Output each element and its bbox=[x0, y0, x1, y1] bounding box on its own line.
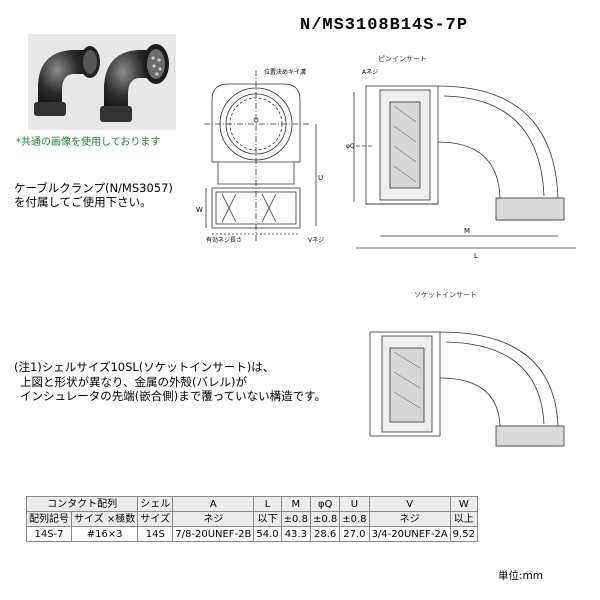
product-title: N/MS3108B14S-7P bbox=[300, 16, 469, 35]
dim-q-label: φQ bbox=[346, 143, 355, 150]
table-cell: 7/8-20UNEF-2B bbox=[172, 526, 255, 542]
clamp-note-line: ケーブルクランプ(N/MS3057) bbox=[14, 181, 173, 195]
table-cell: 9.52 bbox=[449, 526, 478, 542]
header-l: L bbox=[253, 496, 282, 512]
table-row: 14S-7 #16×3 14S 7/8-20UNEF-2B 54.0 43.3 … bbox=[26, 526, 478, 542]
shell-size-note: (注1)シェルサイズ10SL(ソケットインサート)は、 上図と形状が異なり、金属… bbox=[14, 360, 344, 404]
header-shell: シェル bbox=[137, 496, 174, 512]
header-m: M bbox=[280, 496, 311, 512]
header-v: V bbox=[368, 496, 451, 512]
subheader-cell: ±0.8 bbox=[280, 511, 311, 527]
table-cell: 27.0 bbox=[339, 526, 370, 542]
table-cell: 3/4-20UNEF-2A bbox=[368, 526, 451, 542]
photo-caption: *共通の画像を使用しております bbox=[16, 137, 161, 148]
header-a: A bbox=[172, 496, 255, 512]
dim-w-label: W bbox=[196, 206, 203, 214]
dim-l-label: L bbox=[474, 252, 478, 260]
header-contact-arrangement: コンタクト配列 bbox=[25, 496, 139, 512]
note-line: インシュレータの先端(嵌合側)まで覆っていない構造です。 bbox=[20, 389, 327, 403]
note-line: 上図と形状が異なり、金属の外殻(バレル)が bbox=[20, 374, 248, 389]
clamp-note-line: を付属してご使用下さい。 bbox=[14, 195, 152, 209]
a-thread-label: Aネジ bbox=[362, 69, 378, 76]
table-cell: #16×3 bbox=[70, 526, 139, 542]
spec-table: コンタクト配列 シェル A L M φQ U V W 配列記号 サイズ ×極数 … bbox=[25, 496, 478, 542]
v-thread-label: Vネジ bbox=[308, 237, 324, 244]
table-cell: 14S-7 bbox=[26, 526, 72, 542]
subheader-cell: 配列記号 bbox=[26, 511, 72, 527]
subheader-cell: ±0.8 bbox=[339, 511, 370, 527]
table-cell: 54.0 bbox=[253, 526, 282, 542]
pin-insert-label: ピンインサート bbox=[378, 55, 427, 63]
key-groove-label: 位置決めキイ溝 bbox=[264, 68, 306, 76]
socket-insert-label: ソケットインサート bbox=[414, 291, 477, 299]
subheader-cell: 以上 bbox=[449, 511, 478, 527]
header-u: U bbox=[339, 496, 370, 512]
table-subheader-row: 配列記号 サイズ ×極数 サイズ ネジ 以下 ±0.8 ±0.8 ±0.8 ネジ… bbox=[26, 511, 478, 527]
header-w: W bbox=[449, 496, 478, 512]
subheader-cell: 以下 bbox=[253, 511, 282, 527]
side-view-socket-drawing bbox=[369, 331, 565, 447]
subheader-cell: ネジ bbox=[172, 511, 255, 527]
front-view-drawing: 位置決めキイ溝 U W 有効ネジ長さ Vネジ bbox=[196, 68, 324, 244]
table-cell: 28.6 bbox=[309, 526, 341, 542]
product-photo bbox=[28, 34, 176, 130]
header-q: φQ bbox=[309, 496, 341, 512]
side-view-pin-drawing: Aネジ φQ M L bbox=[346, 69, 576, 260]
note-line: (注1)シェルサイズ10SL(ソケットインサート)は、 bbox=[14, 360, 275, 374]
subheader-cell: サイズ bbox=[137, 511, 174, 527]
table-header-row: コンタクト配列 シェル A L M φQ U V W bbox=[25, 496, 478, 512]
dim-u-label: U bbox=[318, 174, 323, 182]
table-cell: 43.3 bbox=[280, 526, 311, 542]
subheader-cell: ±0.8 bbox=[309, 511, 341, 527]
cable-clamp-note: ケーブルクランプ(N/MS3057) を付属してご使用下さい。 bbox=[14, 181, 173, 209]
unit-label: 単位:mm bbox=[498, 570, 543, 582]
subheader-cell: ネジ bbox=[368, 511, 451, 527]
table-cell: 14S bbox=[137, 526, 174, 542]
effective-thread-label: 有効ネジ長さ bbox=[206, 236, 242, 244]
subheader-cell: サイズ ×極数 bbox=[70, 511, 139, 527]
dim-m-label: M bbox=[464, 227, 470, 235]
